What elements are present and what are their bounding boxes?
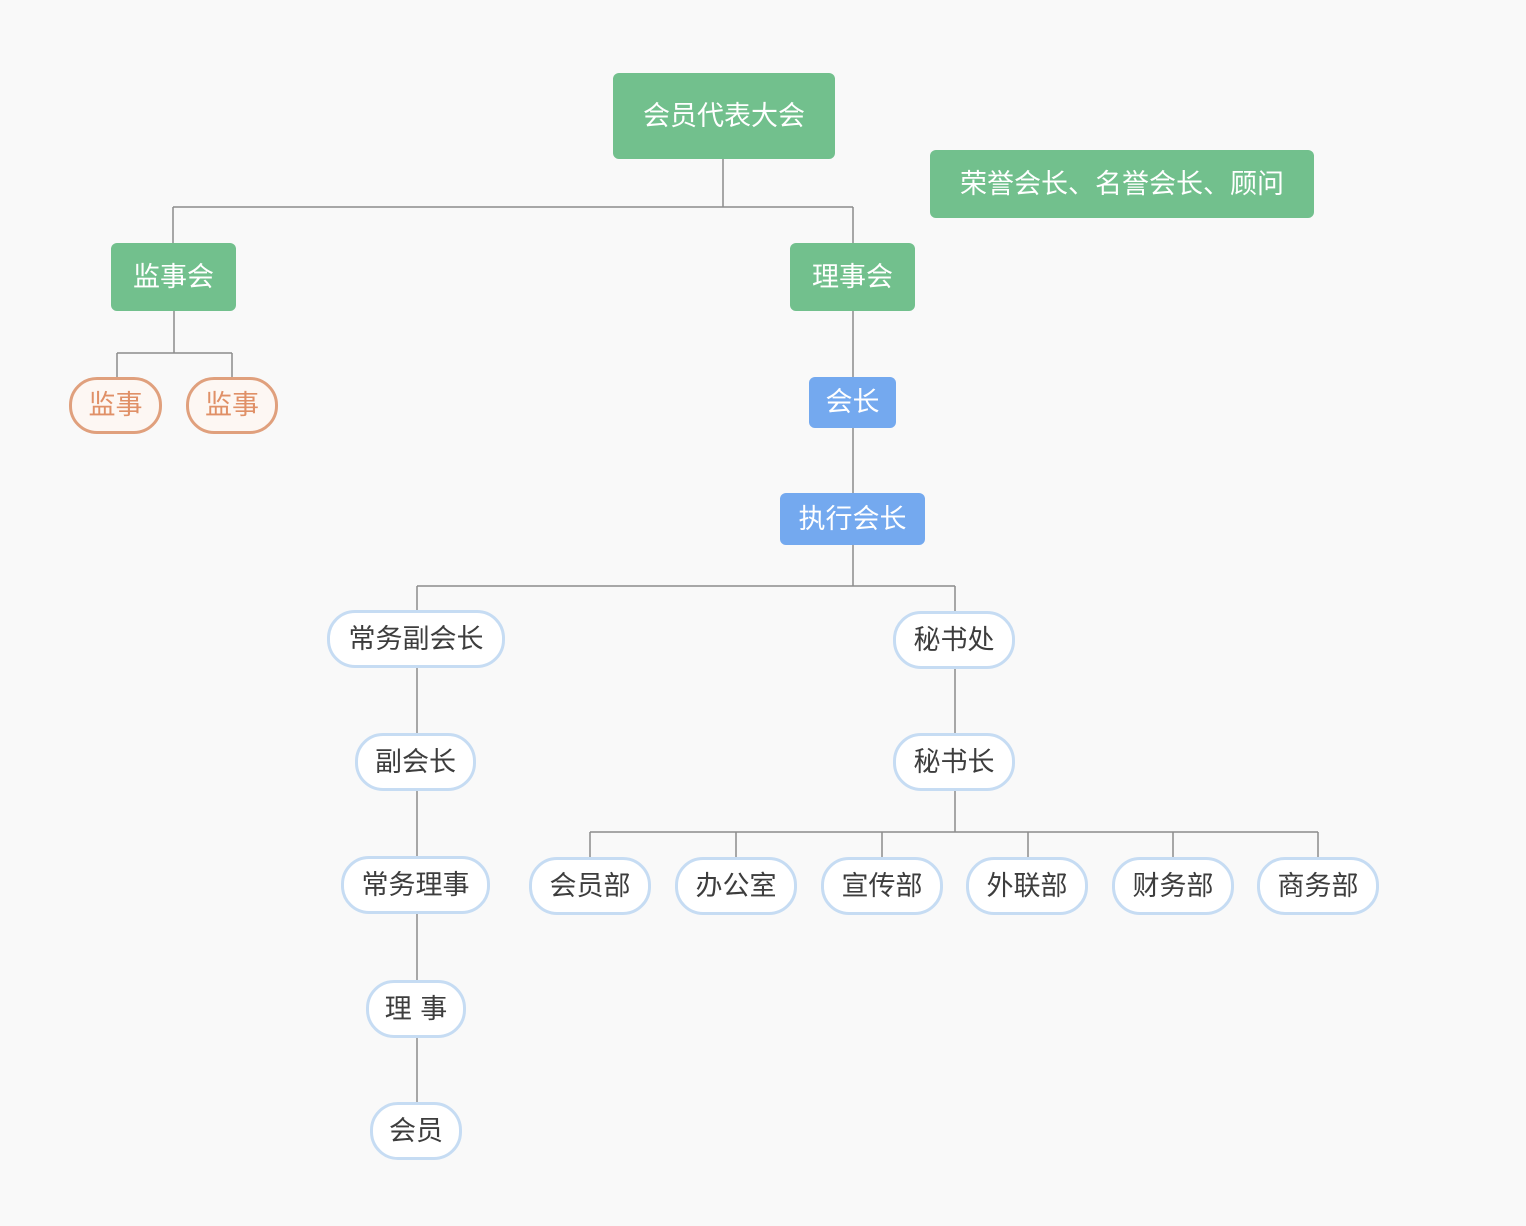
connector-assembly xyxy=(172,158,854,244)
council-node[interactable]: 理事会 xyxy=(790,243,915,311)
vice-chain-node[interactable]: 常务副会长 xyxy=(327,610,505,668)
secretariat-node[interactable]: 秘书处 xyxy=(893,611,1015,669)
vice-chain-node[interactable]: 常务理事 xyxy=(341,856,490,914)
vice-chain-node[interactable]: 会员 xyxy=(370,1102,462,1160)
connector-secretariat xyxy=(589,668,1319,858)
president-node[interactable]: 会长 xyxy=(809,377,896,428)
vice-chain-node[interactable]: 副会长 xyxy=(355,733,476,791)
connector-executive xyxy=(416,545,956,612)
department-node[interactable]: 商务部 xyxy=(1257,857,1379,915)
department-node[interactable]: 宣传部 xyxy=(821,857,943,915)
department-node[interactable]: 会员部 xyxy=(529,857,651,915)
department-node[interactable]: 外联部 xyxy=(966,857,1088,915)
assembly-node[interactable]: 会员代表大会 xyxy=(613,73,835,159)
department-node[interactable]: 财务部 xyxy=(1112,857,1234,915)
supervisor-node[interactable]: 监事 xyxy=(69,377,162,434)
supervisor-node[interactable]: 监事 xyxy=(186,377,278,434)
department-node[interactable]: 办公室 xyxy=(675,857,797,915)
supervisory-board-node[interactable]: 监事会 xyxy=(111,243,236,311)
honorary-node[interactable]: 荣誉会长、名誉会长、顾问 xyxy=(930,150,1314,218)
connector-supervisory xyxy=(116,311,233,378)
vice-chain-node[interactable]: 理 事 xyxy=(366,980,466,1038)
executive-president-node[interactable]: 执行会长 xyxy=(780,493,925,545)
secretary-general-node[interactable]: 秘书长 xyxy=(893,733,1015,791)
